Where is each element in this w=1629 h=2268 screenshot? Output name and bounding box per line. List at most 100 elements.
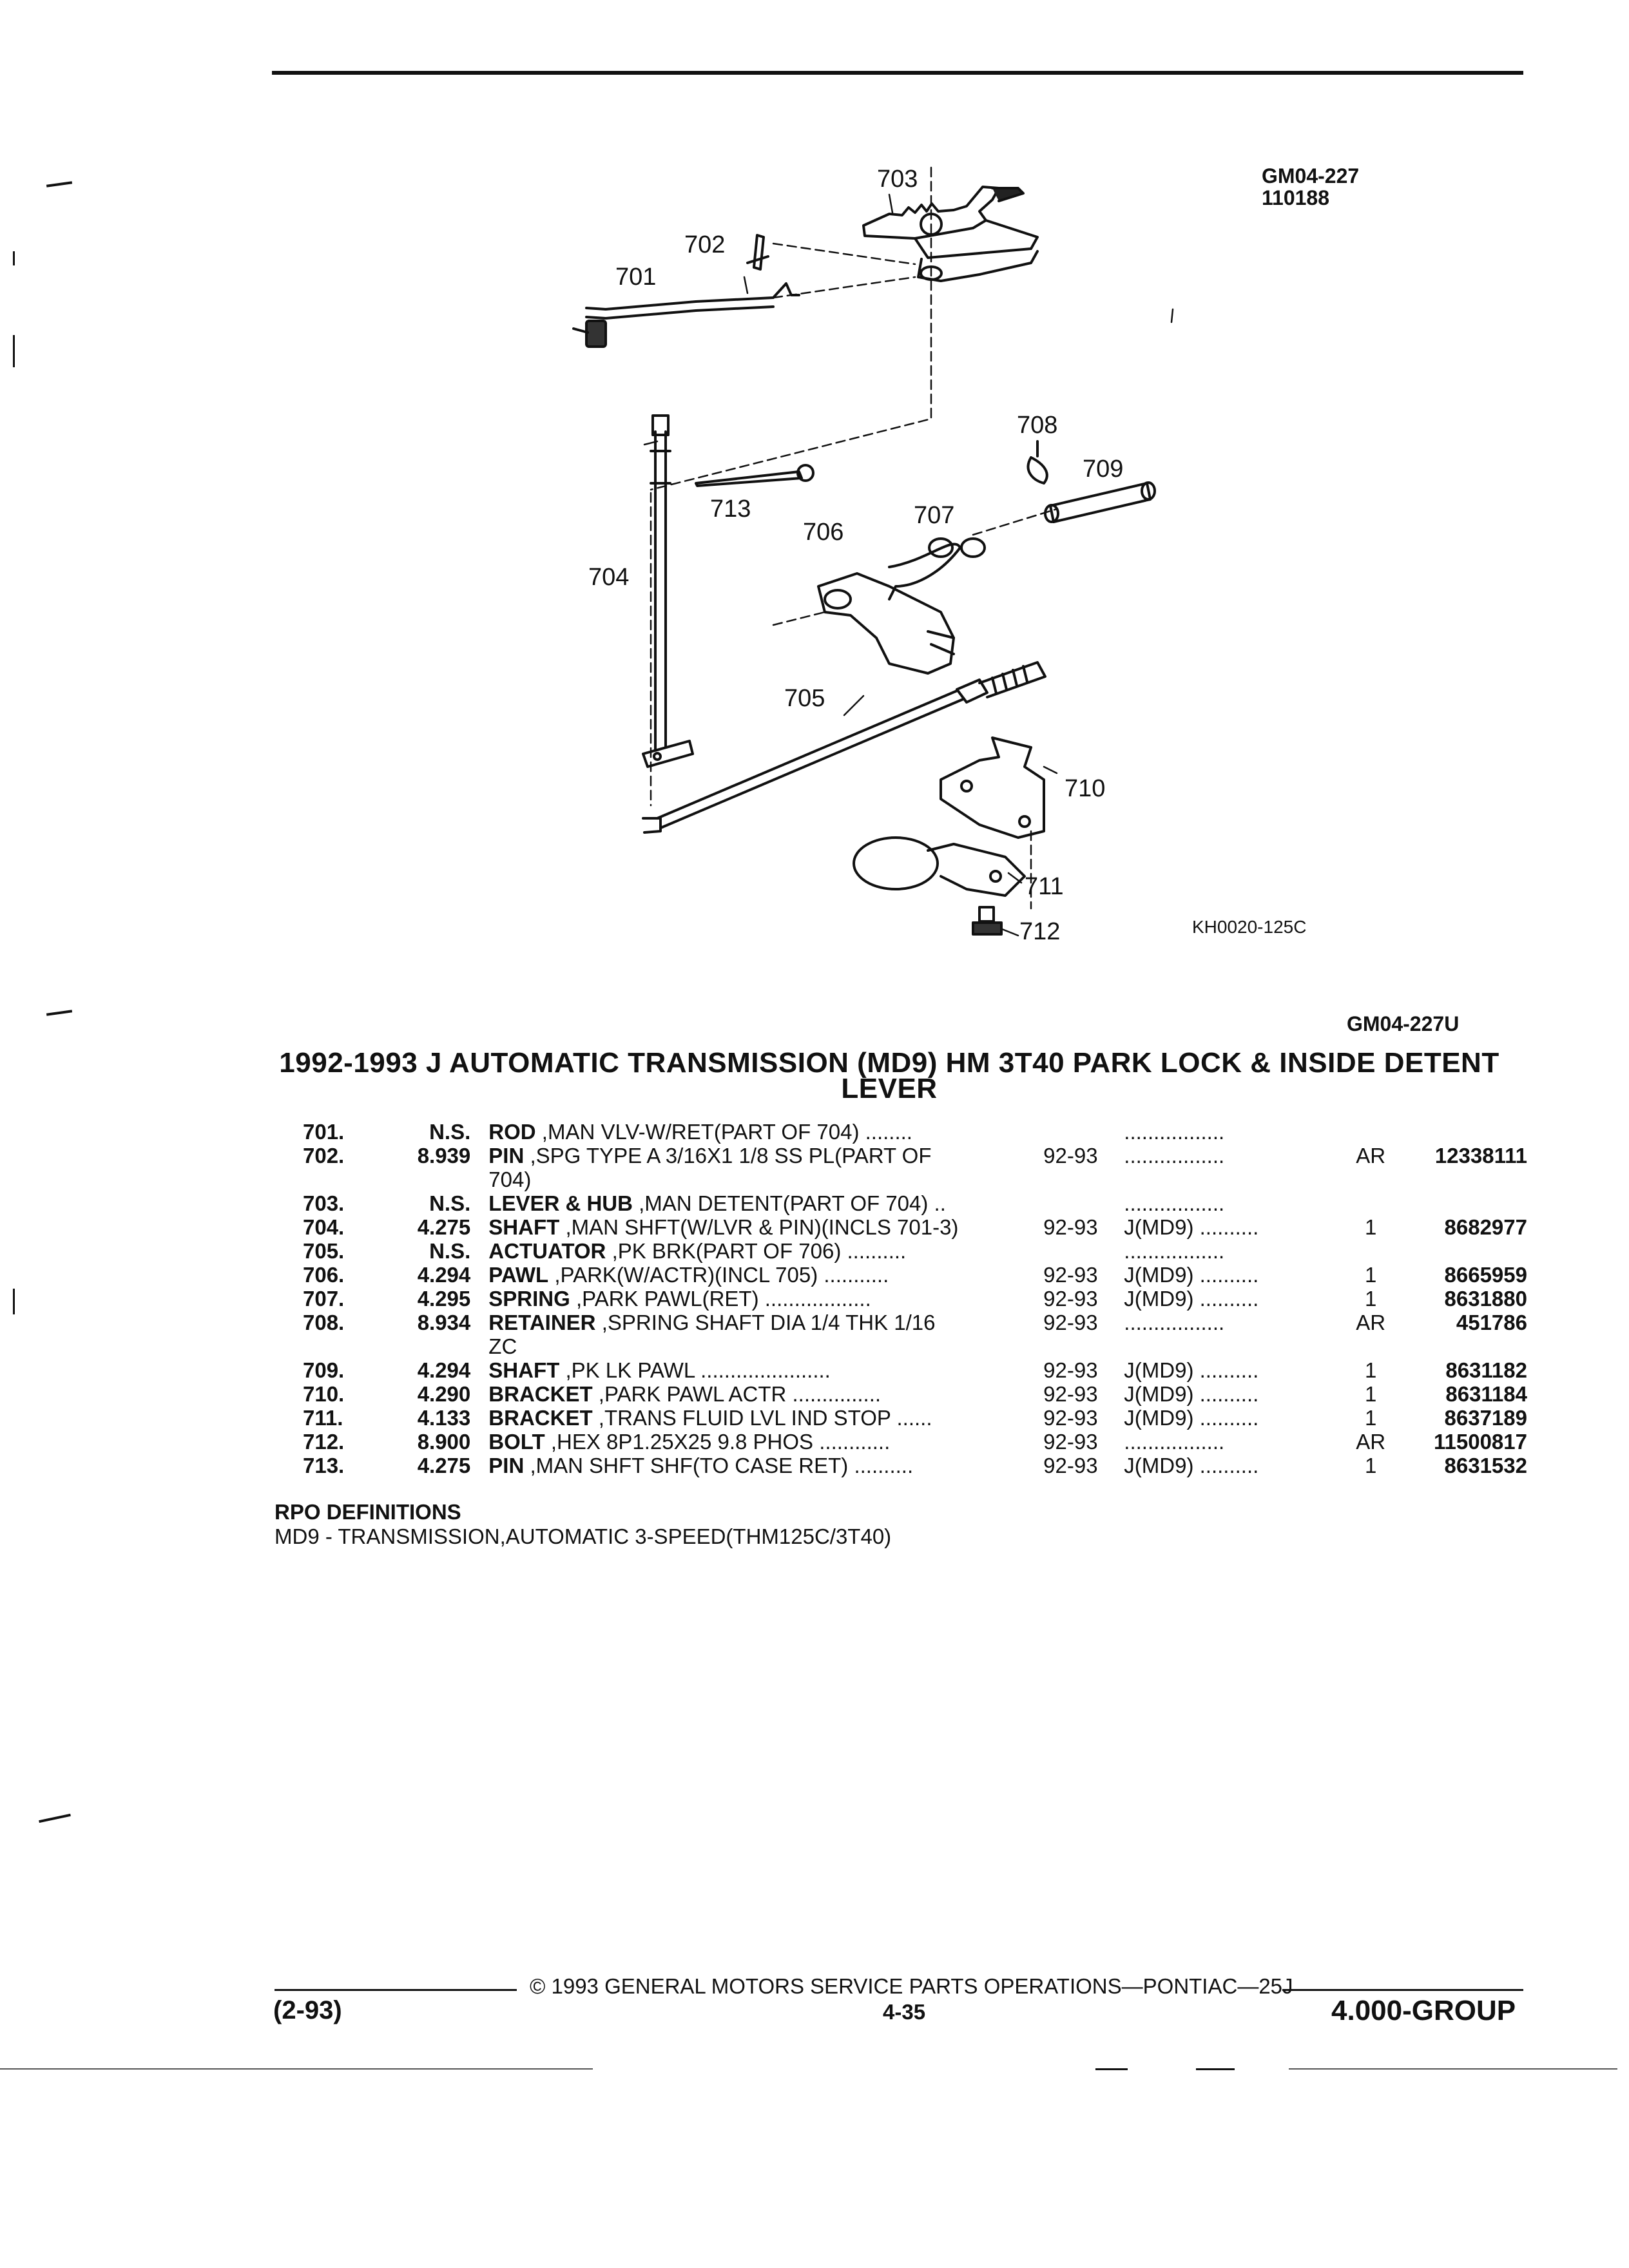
model-years: 92-93	[1043, 1311, 1098, 1334]
part-detail: ,MAN SHFT SHF(TO CASE RET)	[530, 1454, 849, 1477]
figure-id: GM04-227	[1262, 164, 1360, 187]
rpo-definition: MD9 - TRANSMISSION,AUTOMATIC 3-SPEED(THM…	[275, 1524, 892, 1548]
leader-dots: ...............	[786, 1382, 882, 1406]
callout-708: 708	[1017, 412, 1057, 439]
part-description: PAWL ,PARK(W/ACTR)(INCL 705) ...........	[488, 1263, 1043, 1287]
leader-dots: ..........	[848, 1454, 914, 1477]
part-description: ACTUATOR ,PK BRK(PART OF 706) ..........	[488, 1239, 1043, 1263]
usage-code: J(MD9) ..........	[1124, 1215, 1343, 1239]
part-name: LEVER & HUB	[488, 1191, 633, 1215]
scan-line	[1196, 2068, 1235, 2070]
pin-713	[695, 464, 815, 487]
group-code: 8.939	[417, 1144, 471, 1168]
part-number	[1398, 1239, 1527, 1263]
top-rule	[272, 71, 1523, 75]
shaft-704	[642, 414, 694, 768]
group-code: 4.295	[417, 1287, 471, 1311]
date-code: (2-93)	[273, 1996, 342, 2024]
group-code: 4.133	[417, 1406, 471, 1430]
usage-dots: .................	[1124, 1191, 1225, 1215]
usage-code: .................	[1124, 1430, 1343, 1454]
parts-table: 701.N.S.ROD ,MAN VLV-W/RET(PART OF 704) …	[303, 1120, 1527, 1477]
rpo-heading: RPO DEFINITIONS	[275, 1500, 461, 1524]
shaft-709	[1044, 481, 1156, 523]
item-number: 705.	[303, 1239, 345, 1263]
page-title: 1992-1993 J AUTOMATIC TRANSMISSION (MD9)…	[279, 1047, 1499, 1104]
margin-mark	[13, 1289, 15, 1314]
quantity: 1	[1365, 1454, 1377, 1477]
model-years: 92-93	[1043, 1144, 1098, 1168]
usage-code: J(MD9) ..........	[1124, 1358, 1343, 1382]
part-detail: ,PK BRK(PART OF 706)	[612, 1239, 842, 1263]
bracket-711	[853, 836, 1026, 897]
model-years: 92-93	[1043, 1287, 1098, 1311]
usage-dots: .................	[1124, 1144, 1225, 1168]
quantity: 1	[1365, 1406, 1377, 1430]
group-code: N.S.	[429, 1120, 471, 1144]
callout-709: 709	[1083, 456, 1123, 483]
table-row: 701.N.S.ROD ,MAN VLV-W/RET(PART OF 704) …	[303, 1120, 1527, 1144]
footer-rule-right	[1282, 1989, 1523, 1991]
part-detail: ,PK LK PAWL	[565, 1358, 695, 1382]
part-number: 451786	[1456, 1311, 1527, 1334]
model-years: 92-93	[1043, 1358, 1098, 1382]
leader-dots: ............	[813, 1430, 891, 1454]
leader-dots: ..................	[758, 1287, 871, 1311]
model-years: 92-93	[1043, 1454, 1098, 1477]
quantity: 1	[1365, 1287, 1377, 1311]
part-name: ROD	[488, 1120, 536, 1144]
usage-dots: ..........	[1193, 1358, 1259, 1382]
item-number: 713.	[303, 1454, 345, 1477]
leader-dots: ..	[928, 1191, 946, 1215]
usage-value: J(MD9)	[1124, 1215, 1194, 1239]
page-number: 4-35	[883, 2000, 926, 2024]
image-code: KH0020-125C	[1192, 917, 1307, 937]
part-detail: ,SPG TYPE A 3/16X1 1/8 SS PL(PART OF	[530, 1144, 932, 1168]
part-number: 8631184	[1445, 1382, 1527, 1406]
model-years: 92-93	[1043, 1263, 1098, 1287]
usage-code: .................	[1124, 1311, 1343, 1358]
section-code: GM04-227U	[1347, 1012, 1460, 1035]
group-code: 4.294	[417, 1263, 471, 1287]
callout-710: 710	[1065, 775, 1105, 802]
part-detail: ,TRANS FLUID LVL IND STOP	[598, 1406, 891, 1430]
usage-code: J(MD9) ..........	[1124, 1454, 1343, 1477]
table-row: 703.N.S.LEVER & HUB ,MAN DETENT(PART OF …	[303, 1191, 1527, 1215]
quantity	[1344, 1239, 1398, 1263]
quantity	[1344, 1191, 1398, 1215]
part-name: BRACKET	[488, 1406, 593, 1430]
scan-line	[1289, 2068, 1617, 2070]
part-detail: ,HEX 8P1.25X25 9.8 PHOS	[550, 1430, 814, 1454]
quantity: AR	[1356, 1430, 1386, 1454]
part-detail: ,MAN SHFT(W/LVR & PIN)(INCLS 701-3)	[565, 1215, 959, 1239]
item-number: 703.	[303, 1191, 345, 1215]
margin-mark	[13, 335, 15, 367]
exploded-parts-diagram: 703 702 701 708 709 713 707 706 704 705 …	[572, 166, 1174, 945]
part-detail: ,MAN DETENT(PART OF 704)	[639, 1191, 929, 1215]
item-number: 704.	[303, 1215, 345, 1239]
group-code: N.S.	[429, 1239, 471, 1263]
usage-dots: ..........	[1193, 1215, 1259, 1239]
retainer-708	[1027, 440, 1048, 485]
part-number: 8637189	[1444, 1406, 1527, 1430]
copyright: © 1993 GENERAL MOTORS SERVICE PARTS OPER…	[530, 1974, 1293, 1998]
model-years: 92-93	[1043, 1406, 1098, 1430]
usage-code: J(MD9) ..........	[1124, 1287, 1343, 1311]
leader-dots: ......	[891, 1406, 932, 1430]
model-years	[1043, 1239, 1124, 1263]
part-detail: ,PARK(W/ACTR)(INCL 705)	[554, 1263, 818, 1287]
part-name: BRACKET	[488, 1382, 593, 1406]
spring-707	[888, 537, 986, 601]
usage-code: J(MD9) ..........	[1124, 1382, 1343, 1406]
usage-code: .................	[1124, 1120, 1343, 1144]
usage-value: J(MD9)	[1124, 1382, 1194, 1406]
part-name: RETAINER	[488, 1311, 596, 1334]
part-name: PIN	[488, 1144, 525, 1168]
item-number: 706.	[303, 1263, 345, 1287]
quantity: AR	[1356, 1144, 1386, 1168]
actuator-705	[642, 661, 1046, 834]
quantity: AR	[1356, 1311, 1386, 1334]
